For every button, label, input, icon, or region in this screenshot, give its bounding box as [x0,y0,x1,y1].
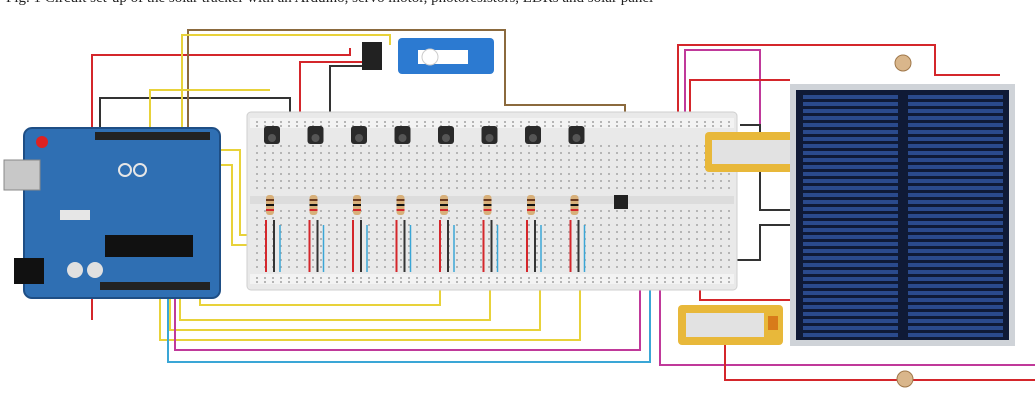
servo-motor [362,38,494,74]
photoresistor [481,126,498,144]
photoresistor [394,126,411,144]
arduino-board [3,127,221,299]
resistors [265,195,586,272]
wire-red-panel-1 [677,44,1000,130]
photoresistor [264,126,280,144]
solar-panel [790,84,1015,346]
wire-red-panel-4 [724,345,1035,381]
resistor [396,195,405,215]
jumper-wire [265,220,281,272]
photoresistors [264,126,585,144]
photoresistor [438,126,454,144]
wire-yellow-4 [169,260,541,331]
header-bottom [100,282,210,290]
jumper-wire [352,220,368,272]
wire-yellow-1 [181,34,391,130]
resistor [570,195,579,215]
breadboard [246,111,738,291]
reset-button [36,136,48,148]
wire-yellow-2 [149,89,270,130]
resistor [309,195,318,215]
resistor [353,195,361,215]
photoresistor [568,126,585,144]
jumper-wire [526,220,542,272]
jumper-wire [395,220,412,272]
wire-yellow-3 [159,260,581,341]
probe-top [894,54,912,72]
jumper-wire [482,220,499,272]
jumper-wire [308,220,325,272]
microcontroller-chip [105,235,193,257]
wire-red-servo [299,61,362,125]
resistor [527,195,535,215]
header-top [95,132,210,140]
photoresistor [525,126,541,144]
display-bottom [678,305,783,345]
resistor [440,195,448,215]
usb-port [3,159,41,191]
jumper-wire [439,220,455,272]
wire-black-servo [329,65,368,125]
resistor [483,195,492,215]
photoresistor [351,126,367,144]
jumper-wire [569,220,586,272]
push-button [614,195,628,209]
resistor [266,195,274,215]
photoresistor [307,126,324,144]
figure-caption: Fig. 1 Circuit set-up of the solar track… [6,0,1035,8]
probe-bottom [896,370,914,388]
power-jack [14,258,44,284]
